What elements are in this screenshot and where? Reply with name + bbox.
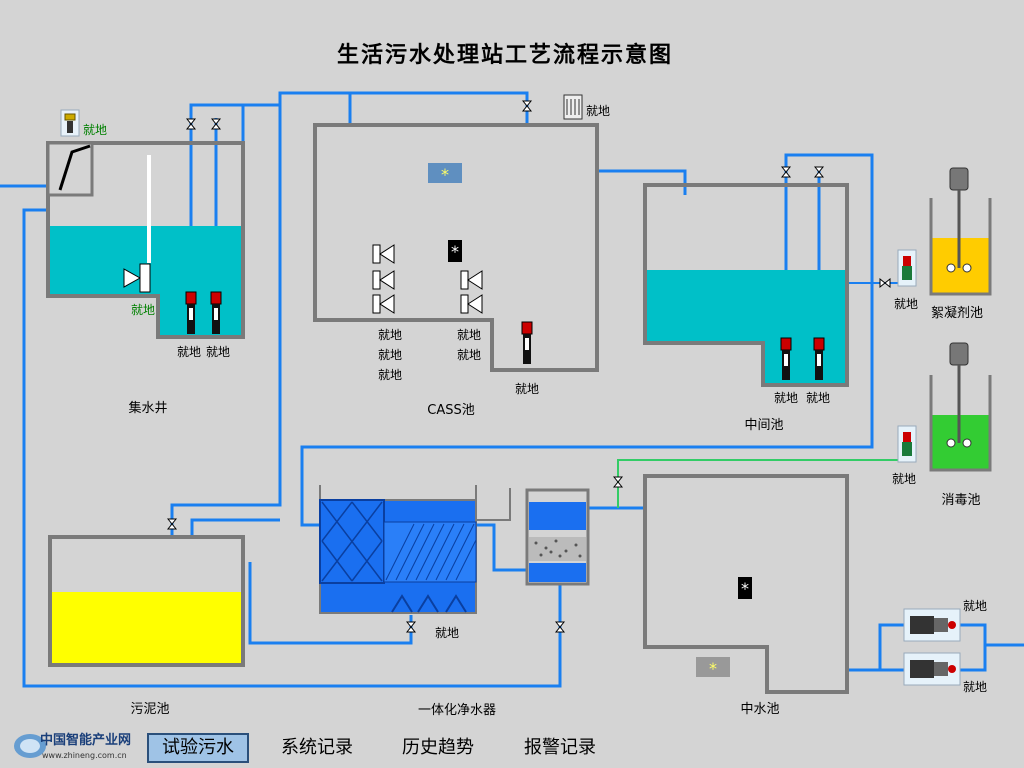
star-indicator [448,240,462,262]
grille-machine-icon [60,109,80,137]
valve-icon [554,621,566,633]
logo-url: www.zhineng.com.cn [42,751,127,760]
middle-pool [643,183,849,387]
valve-icon [405,621,417,633]
integrated-purifier [319,485,511,614]
local-tag: 就地 [435,626,459,640]
decanter-icon [563,94,583,120]
agitator-icon [946,167,972,273]
valve-icon [210,118,222,130]
reuse-pump-icon [903,652,961,686]
submersible-pump-icon [780,337,792,380]
nav-alarm-log[interactable]: 报警记录 [524,737,596,758]
local-tag: 就地 [586,104,610,118]
dosing-pump-icon [897,425,917,463]
star-indicator [428,163,462,183]
nav-system-log[interactable]: 系统记录 [281,737,353,758]
coagulant-tank [897,167,992,296]
collect-well [46,109,245,339]
page-title: 生活污水处理站工艺流程示意图 [337,42,673,68]
reclaimed-pool [643,474,849,694]
aerator-icon [372,270,395,290]
local-tag: 就地 [177,345,201,359]
disinfect-tank [897,342,992,472]
agitator-icon [946,342,972,448]
reuse-pump-icon [903,608,961,642]
valve-icon [185,118,197,130]
star-text: * [741,579,749,598]
star-text: * [441,165,449,184]
local-tag: 就地 [892,472,916,486]
local-tag: 就地 [515,382,539,396]
nav-history-trend[interactable]: 历史趋势 [402,737,474,758]
submersible-pump-icon [185,291,197,334]
site-logo: 中国智能产业网 www.zhineng.com.cn [10,728,150,764]
local-tag: 就地 [206,345,230,359]
label-sludge: 污泥池 [130,702,169,717]
local-tag: 就地 [457,348,481,362]
dosing-pump-icon [897,249,917,287]
local-tag: 就地 [378,348,402,362]
star-text: * [451,242,459,261]
label-purifier: 一体化净水器 [418,703,496,718]
local-tag: 就地 [83,123,107,137]
aerator-icon [372,294,395,314]
local-tag: 就地 [774,391,798,405]
pipe-network [0,91,1024,688]
valve-icon [612,476,624,488]
local-tag: 就地 [131,303,155,317]
aerator-icon [372,244,395,264]
aerator-icon [460,270,483,290]
valve-icon [879,277,891,289]
local-tag: 就地 [378,368,402,382]
valve-icon [166,518,178,530]
screen-icon [58,144,91,191]
star-indicator [696,657,730,677]
local-tag: 就地 [963,599,987,613]
cass-pool [313,94,599,372]
star-text: * [709,659,717,678]
local-tag: 就地 [806,391,830,405]
valve-icon [521,100,533,112]
label-cass: CASS池 [427,403,474,418]
valves [166,100,891,633]
star-indicator [738,577,752,599]
sand-filter [525,488,590,586]
submersible-pump-icon [813,337,825,380]
local-tag: 就地 [457,328,481,342]
sludge-pump-icon [521,321,533,364]
reclaimed-pipe [617,459,898,508]
submersible-pump-icon [210,291,222,334]
mixer-icon [123,263,151,293]
local-tag: 就地 [378,328,402,342]
nav-test-sewage[interactable]: 试验污水 [147,733,249,763]
label-disinfect: 消毒池 [941,493,980,508]
label-coagulant: 絮凝剂池 [931,305,983,321]
label-reclaimed: 中水池 [740,702,779,717]
label-collect-well: 集水井 [128,400,167,416]
local-tag: 就地 [894,297,918,311]
aerator-icon [460,294,483,314]
valve-icon [780,166,792,178]
sludge-pool [48,535,245,667]
local-tag: 就地 [963,680,987,694]
valve-icon [813,166,825,178]
label-middle-pool: 中间池 [744,418,783,433]
logo-name: 中国智能产业网 [40,732,131,748]
